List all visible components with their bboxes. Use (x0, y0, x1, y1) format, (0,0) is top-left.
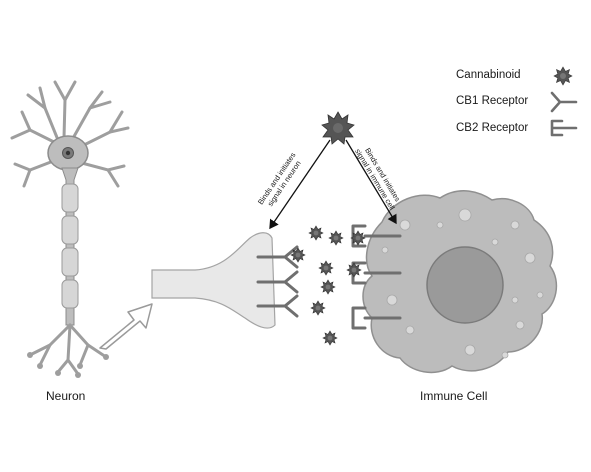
immune-cell-granules (381, 208, 544, 359)
immune-cell-nucleus (426, 246, 504, 324)
myelin-sheath (61, 183, 79, 309)
legend-cannabinoid-label: Cannabinoid (456, 69, 521, 81)
cb1-receptors (256, 245, 299, 318)
legend-cb1-label: CB1 Receptor (456, 95, 529, 107)
arrow-to-neuron (269, 139, 331, 230)
immune-cell-label: Immune Cell (420, 389, 488, 403)
arrow-to-immune-cell (345, 139, 397, 225)
neuron-dendrites (10, 80, 130, 188)
legend-cannabinoid-icon (553, 66, 573, 86)
neuron (10, 80, 130, 378)
zoom-arrow (99, 303, 153, 350)
neuron-axon-terminals (28, 323, 108, 376)
neuron-label: Neuron (46, 389, 86, 403)
axon-terminal-bulb (151, 232, 276, 329)
legend-cb2-icon (550, 119, 578, 137)
legend-cb1-icon (550, 91, 578, 113)
cannabinoid-source (321, 111, 355, 145)
legend-cb2-label: CB2 Receptor (456, 122, 529, 134)
